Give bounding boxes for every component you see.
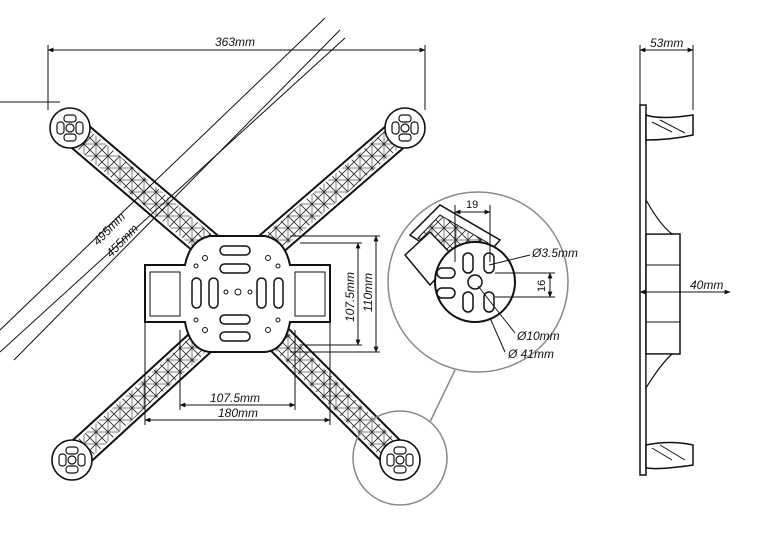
dim-label-110: 110mm <box>361 273 375 312</box>
side-label-53: 53mm <box>650 36 683 50</box>
detail-callout: 19 16 Ø3.5mm Ø10mm Ø 41mm <box>352 191 578 506</box>
dim-label-107-v: 107.5mm <box>343 272 357 322</box>
dim-label-107-h: 107.5mm <box>210 391 260 405</box>
arm-top-right <box>240 107 426 273</box>
detail-label-3-5: Ø3.5mm <box>531 246 578 260</box>
side-view: 53mm 40mm <box>639 36 731 476</box>
side-label-40: 40mm <box>690 278 723 292</box>
arm-bottom-right <box>245 305 421 481</box>
detail-label-41: Ø 41mm <box>507 347 554 361</box>
dim-label-180: 180mm <box>218 406 258 420</box>
dim-plate-width: 107.5mm 180mm <box>144 322 331 425</box>
dim-label-363: 363mm <box>215 35 255 49</box>
detail-label-19: 19 <box>466 199 478 211</box>
detail-motor-pad <box>434 241 516 323</box>
detail-dimensions: 19 16 Ø3.5mm Ø10mm Ø 41mm <box>454 199 578 361</box>
center-plate <box>144 235 331 353</box>
arm-top-left <box>49 107 240 275</box>
dim-width-363: 363mm <box>47 35 426 110</box>
dim-plate-height: 107.5mm 110mm <box>290 235 380 353</box>
detail-label-10: Ø10mm <box>516 329 560 343</box>
detail-label-16: 16 <box>536 280 548 292</box>
